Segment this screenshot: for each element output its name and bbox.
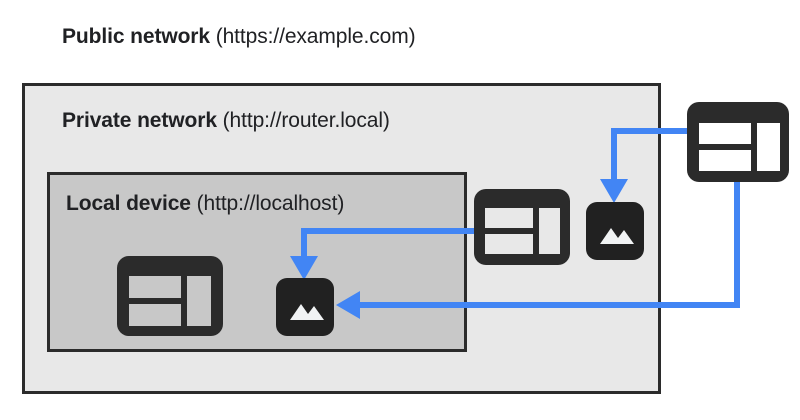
private-network-label-origin: (http://router.local) bbox=[216, 109, 390, 132]
public-network-label-origin: (https://example.com) bbox=[209, 25, 416, 48]
page-icon-pane-right bbox=[757, 123, 780, 171]
public-network-page-icon bbox=[687, 102, 789, 182]
page-icon-pane-bottom-left bbox=[129, 304, 181, 326]
private-network-label: Private network (http://router.local) bbox=[62, 110, 390, 131]
public-network-label-bold: Public network bbox=[62, 25, 210, 48]
private-network-image-icon bbox=[586, 202, 644, 260]
photo-glyph-icon bbox=[290, 304, 324, 320]
page-icon-pane-right bbox=[539, 208, 560, 254]
page-icon-pane-top-left bbox=[485, 208, 533, 228]
private-network-label-bold: Private network bbox=[62, 109, 217, 132]
local-device-image-icon bbox=[276, 278, 334, 336]
local-device-label-bold: Local device bbox=[66, 192, 191, 215]
public-network-label: Public network (https://example.com) bbox=[62, 26, 416, 47]
private-network-page-icon bbox=[474, 189, 570, 265]
page-icon-pane-top-left bbox=[699, 123, 751, 144]
page-icon-pane-right bbox=[187, 276, 211, 326]
page-icon-pane-top-left bbox=[129, 276, 181, 298]
photo-glyph-icon bbox=[600, 228, 634, 244]
local-device-label-origin: (http://localhost) bbox=[190, 192, 345, 215]
page-icon-pane-bottom-left bbox=[699, 150, 751, 171]
local-device-page-icon bbox=[117, 256, 223, 336]
page-icon-pane-bottom-left bbox=[485, 234, 533, 254]
local-device-label: Local device (http://localhost) bbox=[66, 193, 344, 214]
